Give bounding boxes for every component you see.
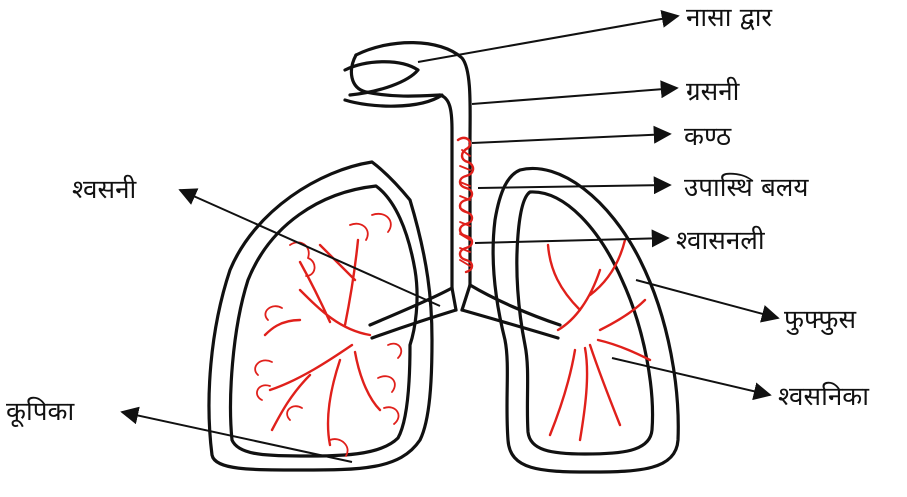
label-cartilage-rings: उपास्थि बलय <box>684 172 809 203</box>
label-pharynx: ग्रसनी <box>686 76 741 107</box>
arrow-nasal-opening <box>418 16 678 62</box>
label-lungs: फुफ्फुस <box>784 305 856 335</box>
label-larynx: कण्ठ <box>684 122 732 152</box>
bronchi <box>370 285 560 338</box>
arrow-pharynx <box>472 88 677 104</box>
arrow-bronchioles <box>612 358 770 395</box>
label-nasal-opening: नासा द्वार <box>686 3 773 33</box>
left-lung <box>209 162 432 470</box>
nasal-passage <box>345 43 470 288</box>
arrow-trachea <box>475 238 668 243</box>
labels: नासा द्वार ग्रसनी कण्ठ उपास्थि बलय श्वास… <box>6 3 870 428</box>
arrow-alveoli <box>122 412 352 462</box>
label-bronchus: श्वसनी <box>72 174 138 205</box>
label-alveoli: कूपिका <box>6 396 75 428</box>
right-lung <box>493 168 678 472</box>
label-trachea: श्वासनली <box>676 225 766 256</box>
label-bronchioles: श्वसनिका <box>778 381 870 412</box>
arrow-larynx <box>472 134 670 143</box>
